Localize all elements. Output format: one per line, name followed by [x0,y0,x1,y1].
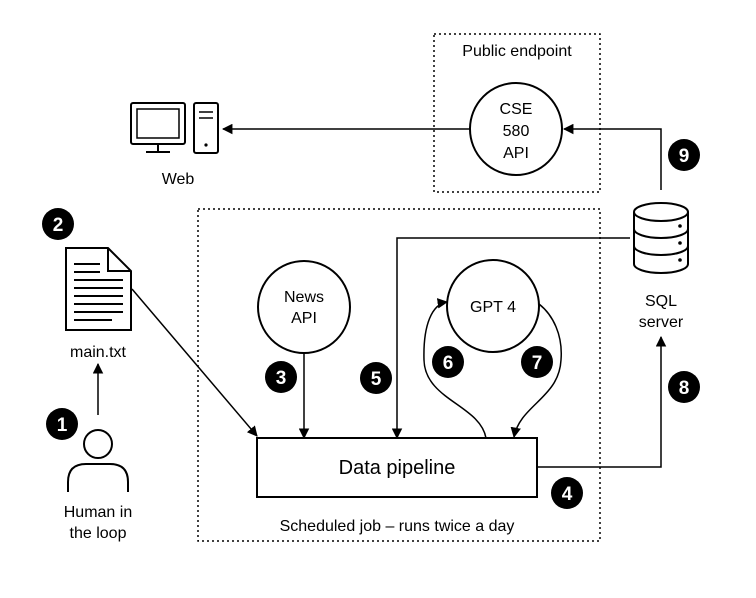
step-badge-9: 9 [668,139,700,171]
sql-server-label-1: SQL [645,293,677,310]
arrow-sql-to-api [562,123,662,190]
sql-server-label-2: server [639,314,684,331]
svg-text:4: 4 [562,484,573,505]
cse-api-label-1: CSE [500,101,533,118]
web-label: Web [162,171,195,188]
human-label-2: the loop [70,525,127,542]
human-label-1: Human in [64,504,132,521]
step-badge-8: 8 [668,371,700,403]
step-badge-7: 7 [521,346,553,378]
cse-api-label-3: API [503,145,529,162]
svg-text:5: 5 [371,369,382,390]
step-badge-1: 1 [46,408,78,440]
news-api-node [257,260,351,354]
arrow-sql-to-pipeline [391,237,630,440]
gpt4-label: GPT 4 [470,299,516,316]
svg-text:6: 6 [443,353,454,374]
news-api-label-2: API [291,310,317,327]
step-badge-4: 4 [551,477,583,509]
public-endpoint-label: Public endpoint [462,43,572,60]
step-badge-3: 3 [265,361,297,393]
cse-api-label-2: 580 [503,123,530,140]
public-endpoint-region [433,33,601,193]
news-api-label-1: News [284,289,324,306]
step-badge-6: 6 [432,346,464,378]
person-icon [67,429,129,492]
svg-text:7: 7 [532,353,543,374]
database-icon [633,202,689,274]
scheduled-job-label: Scheduled job – runs twice a day [280,518,515,535]
arrow-gpt-to-pipeline [510,303,562,439]
data-pipeline-label: Data pipeline [339,457,456,479]
document-icon [65,247,132,331]
step-badge-2: 2 [42,208,74,240]
svg-text:3: 3 [276,368,287,389]
main-txt-label: main.txt [70,344,127,361]
arrow-pipeline-to-gpt [423,298,487,439]
computer-icon [130,102,219,154]
svg-text:8: 8 [679,378,690,399]
arrow-pipeline-to-sql [537,335,667,468]
svg-text:9: 9 [679,146,690,167]
data-pipeline-box [256,437,538,498]
step-badge-5: 5 [360,362,392,394]
svg-text:1: 1 [57,415,68,436]
svg-text:2: 2 [53,215,64,236]
arrow-file-to-pipeline [131,288,258,437]
scheduled-job-region [197,208,601,542]
